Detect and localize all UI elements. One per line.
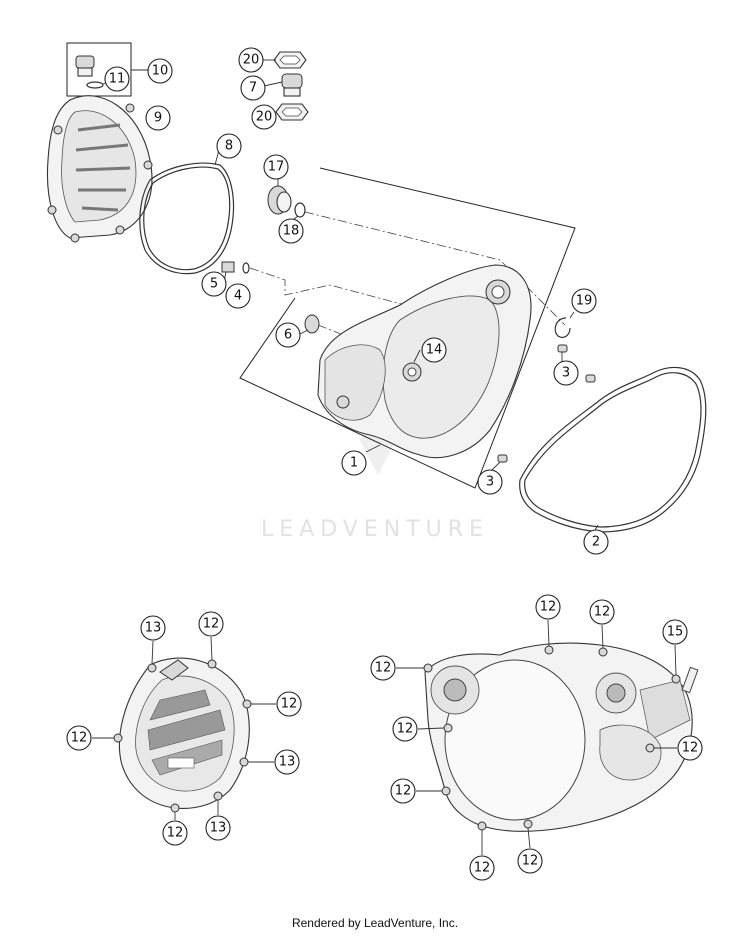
outer-cover-front-view[interactable] bbox=[118, 657, 250, 809]
callout-17[interactable]: 17 bbox=[263, 154, 289, 180]
callout-13-bottom[interactable]: 13 bbox=[205, 815, 231, 841]
callout-label: 20 bbox=[243, 53, 260, 68]
callout-6[interactable]: 6 bbox=[275, 322, 301, 348]
callout-12-inner-right[interactable]: 12 bbox=[677, 735, 703, 761]
callout-label: 10 bbox=[152, 64, 169, 79]
callout-20-bottom[interactable]: 20 bbox=[251, 104, 277, 130]
callout-label: 12 bbox=[281, 697, 298, 712]
part-10-cap[interactable] bbox=[75, 55, 95, 77]
callout-12-top-left[interactable]: 12 bbox=[198, 611, 224, 637]
callout-label: 12 bbox=[682, 741, 699, 756]
callout-label: 12 bbox=[594, 605, 611, 620]
part-4-washer[interactable] bbox=[242, 262, 250, 274]
callout-5[interactable]: 5 bbox=[201, 271, 227, 297]
part-7-valve[interactable] bbox=[281, 73, 303, 97]
callout-label: 14 bbox=[426, 343, 443, 358]
callout-label: 3 bbox=[562, 366, 570, 381]
watermark: LEADVENTURE bbox=[261, 400, 489, 542]
callout-12-inner-top-b[interactable]: 12 bbox=[589, 599, 615, 625]
callout-12-inner-bottom-a[interactable]: 12 bbox=[469, 855, 495, 881]
callout-label: 18 bbox=[283, 224, 300, 239]
callout-label: 7 bbox=[249, 81, 257, 96]
callout-label: 17 bbox=[268, 160, 285, 175]
kit-box-1 bbox=[239, 167, 576, 489]
callout-15[interactable]: 15 bbox=[662, 619, 688, 645]
watermark-text: LEADVENTURE bbox=[261, 517, 489, 542]
callout-12-inner-left-c[interactable]: 12 bbox=[390, 778, 416, 804]
outer-cover-bolt-heads bbox=[113, 659, 252, 813]
part-3-dowels[interactable] bbox=[497, 344, 596, 463]
callout-label: 20 bbox=[256, 110, 273, 125]
callout-label: 12 bbox=[71, 731, 88, 746]
callout-label: 9 bbox=[154, 111, 162, 126]
callout-3-bottom[interactable]: 3 bbox=[477, 469, 503, 495]
callout-label: 12 bbox=[540, 600, 557, 615]
callout-label: 2 bbox=[592, 535, 600, 550]
callout-10[interactable]: 10 bbox=[147, 58, 173, 84]
callout-14[interactable]: 14 bbox=[421, 337, 447, 363]
callout-12-inner-top-a[interactable]: 12 bbox=[535, 594, 561, 620]
callout-label: 3 bbox=[486, 475, 494, 490]
callout-label: 12 bbox=[474, 861, 491, 876]
callout-2[interactable]: 2 bbox=[583, 529, 609, 555]
callout-9[interactable]: 9 bbox=[145, 105, 171, 131]
callout-label: 11 bbox=[109, 72, 126, 87]
part-20-top-gasket[interactable] bbox=[273, 51, 307, 69]
callout-3-right[interactable]: 3 bbox=[553, 360, 579, 386]
part-6-seal[interactable] bbox=[304, 314, 320, 334]
callout-12-inner-left-a[interactable]: 12 bbox=[370, 655, 396, 681]
callout-19[interactable]: 19 bbox=[571, 288, 597, 314]
kit-box-10 bbox=[66, 42, 132, 97]
callout-12-bottom-left[interactable]: 12 bbox=[162, 820, 188, 846]
leader-lines-bottom-right bbox=[396, 619, 677, 855]
callout-20-top[interactable]: 20 bbox=[238, 47, 264, 73]
callout-label: 1 bbox=[350, 456, 358, 471]
callout-12-inner-left-b[interactable]: 12 bbox=[392, 716, 418, 742]
callout-label: 12 bbox=[203, 617, 220, 632]
part-18-oring[interactable] bbox=[294, 202, 306, 218]
callout-11[interactable]: 11 bbox=[104, 66, 130, 92]
part-20-bottom-gasket[interactable] bbox=[275, 103, 309, 121]
callout-label: 15 bbox=[667, 625, 684, 640]
callout-label: 12 bbox=[375, 661, 392, 676]
callout-18[interactable]: 18 bbox=[278, 218, 304, 244]
callout-label: 6 bbox=[284, 328, 292, 343]
centerline-5 bbox=[249, 267, 481, 326]
callout-label: 12 bbox=[167, 826, 184, 841]
callout-13-right[interactable]: 13 bbox=[274, 749, 300, 775]
callout-label: 19 bbox=[576, 294, 593, 309]
callout-label: 5 bbox=[210, 277, 218, 292]
callout-8[interactable]: 8 bbox=[216, 133, 242, 159]
callout-label: 4 bbox=[234, 289, 242, 304]
callout-label: 8 bbox=[225, 139, 233, 154]
callout-1[interactable]: 1 bbox=[341, 450, 367, 476]
leader-lines-bottom-left bbox=[92, 636, 276, 820]
callout-7[interactable]: 7 bbox=[240, 75, 266, 101]
callout-4[interactable]: 4 bbox=[225, 283, 251, 309]
part-1-inner-cover[interactable] bbox=[317, 264, 532, 459]
part-2-gasket[interactable] bbox=[519, 366, 707, 533]
callout-label: 12 bbox=[395, 784, 412, 799]
part-17-seal[interactable] bbox=[267, 185, 292, 215]
callout-12-left[interactable]: 12 bbox=[66, 725, 92, 751]
callout-label: 12 bbox=[522, 854, 539, 869]
callout-12-inner-bottom-b[interactable]: 12 bbox=[517, 848, 543, 874]
part-9-outer-cover[interactable] bbox=[46, 95, 153, 243]
callout-label: 13 bbox=[145, 621, 162, 636]
part-5-plug[interactable] bbox=[221, 261, 235, 273]
callout-label: 13 bbox=[279, 755, 296, 770]
part-11-oring[interactable] bbox=[86, 81, 104, 89]
callout-label: 12 bbox=[397, 722, 414, 737]
part-19-circlip[interactable] bbox=[554, 317, 571, 339]
inner-cover-rear-view[interactable] bbox=[424, 642, 699, 832]
footer-credit: Rendered by LeadVenture, Inc. bbox=[291, 916, 459, 930]
part-8-gasket[interactable] bbox=[139, 162, 235, 275]
callout-label: 13 bbox=[210, 821, 227, 836]
callout-13-top-left[interactable]: 13 bbox=[140, 615, 166, 641]
leader-lines-top bbox=[102, 59, 599, 531]
callout-12-right-upper[interactable]: 12 bbox=[276, 691, 302, 717]
centerline-17 bbox=[304, 211, 566, 326]
